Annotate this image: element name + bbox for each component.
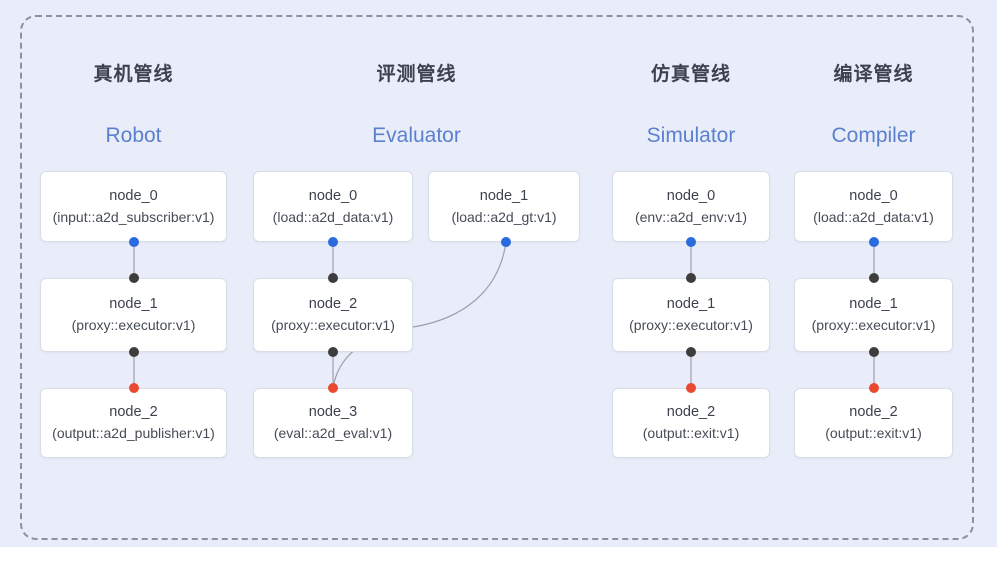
node-compiler-0: node_0 (load::a2d_data:v1) — [794, 171, 953, 242]
node-name: node_0 — [308, 187, 358, 204]
node-name: node_2 — [109, 404, 158, 420]
node-name: node_3 — [308, 404, 358, 420]
node-name: node_1 — [666, 296, 716, 312]
node-type: (proxy::executor:v1) — [629, 317, 753, 333]
node-name: node_2 — [308, 296, 358, 312]
input-port-dot — [328, 273, 338, 283]
node-simulator-0: node_0 (env::a2d_env:v1) — [612, 171, 770, 242]
input-port-dot — [869, 347, 879, 357]
node-evaluator-3: node_3 (eval::a2d_eval:v1) — [253, 388, 413, 458]
node-type: (output::exit:v1) — [642, 425, 740, 441]
node-type: (input::a2d_subscriber:v1) — [52, 208, 215, 225]
terminal-port-dot — [328, 383, 338, 393]
wire-evaluator-1-3-curve — [332, 241, 507, 389]
node-simulator-1: node_1 (proxy::executor:v1) — [612, 278, 770, 352]
node-type: (eval::a2d_eval:v1) — [273, 425, 393, 441]
node-type: (proxy::executor:v1) — [71, 317, 196, 333]
node-type: (output::exit:v1) — [825, 425, 922, 441]
pipeline-title-zh-evaluator: 评测管线 — [376, 64, 457, 85]
output-port-dot — [328, 237, 338, 247]
input-port-dot — [686, 273, 696, 283]
node-evaluator-1: node_1 (load::a2d_gt:v1) — [428, 171, 580, 242]
node-type: (proxy::executor:v1) — [811, 317, 936, 333]
terminal-port-dot — [129, 383, 139, 393]
input-port-dot — [129, 347, 139, 357]
output-port-dot — [686, 237, 696, 247]
output-port-dot — [869, 237, 879, 247]
node-type: (load::a2d_data:v1) — [272, 208, 394, 225]
terminal-port-dot — [869, 383, 879, 393]
node-name: node_2 — [849, 404, 898, 420]
node-compiler-2: node_2 (output::exit:v1) — [794, 388, 953, 458]
node-type: (output::a2d_publisher:v1) — [52, 425, 215, 441]
output-port-dot — [501, 237, 511, 247]
terminal-port-dot — [686, 383, 696, 393]
pipeline-title-en-simulator: Simulator — [646, 124, 736, 147]
node-name: node_0 — [849, 187, 898, 204]
pipeline-title-zh-robot: 真机管线 — [93, 64, 174, 85]
input-port-dot — [129, 273, 139, 283]
node-name: node_2 — [666, 404, 716, 420]
node-name: node_1 — [849, 296, 898, 312]
node-simulator-2: node_2 (output::exit:v1) — [612, 388, 770, 458]
pipeline-title-en-evaluator: Evaluator — [372, 124, 461, 147]
node-evaluator-0: node_0 (load::a2d_data:v1) — [253, 171, 413, 242]
dashed-border-frame — [20, 15, 974, 540]
node-name: node_1 — [479, 187, 529, 204]
node-compiler-1: node_1 (proxy::executor:v1) — [794, 278, 953, 352]
node-type: (env::a2d_env:v1) — [634, 208, 748, 225]
node-robot-0: node_0 (input::a2d_subscriber:v1) — [40, 171, 227, 242]
node-evaluator-2: node_2 (proxy::executor:v1) — [253, 278, 413, 352]
node-name: node_0 — [666, 187, 716, 204]
output-port-dot — [129, 237, 139, 247]
pipeline-title-zh-simulator: 仿真管线 — [650, 64, 731, 85]
node-type: (load::a2d_data:v1) — [813, 208, 934, 225]
node-name: node_1 — [109, 296, 158, 312]
input-port-dot — [686, 347, 696, 357]
input-port-dot — [328, 347, 338, 357]
node-robot-1: node_1 (proxy::executor:v1) — [40, 278, 227, 352]
input-port-dot — [869, 273, 879, 283]
node-name: node_0 — [109, 187, 158, 204]
pipeline-title-en-robot: Robot — [105, 124, 162, 147]
node-robot-2: node_2 (output::a2d_publisher:v1) — [40, 388, 227, 458]
pipeline-title-en-compiler: Compiler — [831, 124, 916, 147]
node-type: (load::a2d_gt:v1) — [451, 208, 557, 225]
pipeline-title-zh-compiler: 编译管线 — [833, 64, 914, 85]
node-type: (proxy::executor:v1) — [271, 317, 395, 333]
